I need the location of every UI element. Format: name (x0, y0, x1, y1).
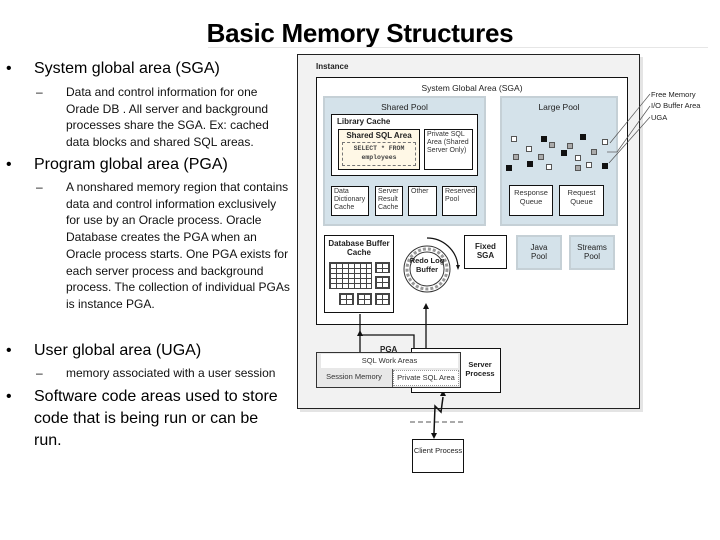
dash-mark: – (36, 180, 43, 194)
legend-io-buffer-area: I/O Buffer Area (651, 101, 701, 110)
sql-line-1: SELECT * FROM (353, 145, 405, 152)
streams-pool-label: Streams Pool (577, 243, 607, 261)
sub-bullet-text: memory associated with a user session (66, 366, 276, 380)
fixed-sga-box (464, 235, 507, 269)
legend-leader-lines (607, 93, 651, 164)
pga-label: PGA (380, 345, 398, 354)
io-buffer-square (591, 149, 597, 155)
buffer-grid (357, 293, 372, 305)
sub-bullet-text: A nonshared memory region that contains … (66, 180, 290, 311)
io-buffer-square (538, 154, 544, 160)
io-buffer-square (567, 143, 573, 149)
session-memory-label: Session Memory (326, 372, 382, 381)
sub-bullet-pga: – A nonshared memory region that contain… (36, 179, 290, 313)
free-memory-square (546, 164, 552, 170)
other-component: Other (408, 186, 437, 216)
bullet-text: Program global area (PGA) (34, 156, 228, 173)
sub-bullet-sga: – Data and control information for one O… (36, 84, 290, 150)
server-process-label: Server Process (465, 360, 495, 378)
bullet-text: Software code areas used to store code t… (34, 388, 278, 449)
bullet-dot: • (6, 60, 12, 77)
io-buffer-square (549, 142, 555, 148)
buffer-grid (375, 262, 390, 273)
bullet-dot: • (6, 388, 12, 405)
library-cache-label: Library Cache (337, 117, 391, 126)
free-memory-square (602, 139, 608, 145)
bullet-pga: • Program global area (PGA) (6, 154, 294, 176)
uga-square (506, 165, 512, 171)
dash-mark: – (36, 85, 43, 99)
legend-free-memory: Free Memory (651, 90, 696, 99)
response-queue: Response Queue (509, 185, 553, 216)
bullet-dot: • (6, 342, 12, 359)
java-pool-box (516, 235, 562, 270)
private-sql-area-shared-server: Private SQL Area (Shared Server Only) (424, 129, 473, 170)
sga-label: System Global Area (SGA) (421, 83, 523, 93)
bullet-uga: • User global area (UGA) (6, 340, 294, 362)
free-memory-square (526, 146, 532, 152)
instance-label: Instance (316, 62, 349, 71)
large-pool-label: Large Pool (538, 102, 580, 112)
bullet-text: System global area (SGA) (34, 60, 220, 77)
io-buffer-square (513, 154, 519, 160)
uga-square (541, 136, 547, 142)
client-process-box (412, 439, 464, 473)
free-memory-square (511, 136, 517, 142)
private-sql-area-box (393, 370, 459, 386)
sql-work-areas-box (321, 354, 458, 368)
buffer-grid (339, 293, 354, 305)
buffer-grid (375, 276, 390, 289)
uga-square (580, 134, 586, 140)
slide-title: Basic Memory Structures (206, 18, 514, 48)
sub-bullet-text: Data and control information for one Ora… (66, 85, 269, 149)
database-buffer-cache-label: Database Buffer Cache (328, 239, 390, 257)
redo-log-buffer-label: Redo Log Buffer (409, 256, 445, 274)
dash-mark: – (36, 366, 43, 380)
fixed-sga-label: Fixed SGA (475, 242, 496, 260)
sql-line-2: employees (361, 154, 397, 161)
bullet-text: User global area (UGA) (34, 342, 202, 359)
shared-sql-area-label: Shared SQL Area (346, 131, 412, 140)
server-result-cache: Server Result Cache (375, 186, 403, 216)
uga-square (602, 163, 608, 169)
buffer-grid (329, 262, 372, 289)
buffer-grid (375, 293, 390, 305)
uga-square (561, 150, 567, 156)
java-pool-label: Java Pool (530, 243, 548, 261)
bullet-software-code: • Software code areas used to store code… (6, 386, 289, 452)
bullet-sga: • System global area (SGA) (6, 58, 294, 80)
free-memory-square (586, 162, 592, 168)
redo-log-buffer-ring (403, 237, 460, 293)
title-divider (208, 47, 708, 48)
data-dictionary-cache: Data Dictionary Cache (331, 186, 369, 216)
sub-bullet-uga: – memory associated with a user session (36, 365, 296, 382)
free-memory-square (575, 155, 581, 161)
shared-sql-area-box (338, 129, 420, 170)
uga-square (527, 161, 533, 167)
pga-divider (392, 369, 393, 387)
sql-statement-box (342, 142, 416, 166)
client-process-label: Client Process (413, 446, 463, 455)
reserved-pool: Reserved Pool (442, 186, 477, 216)
request-queue: Request Queue (559, 185, 604, 216)
legend-uga: UGA (651, 113, 668, 122)
io-buffer-square (575, 165, 581, 171)
bullet-dot: • (6, 156, 12, 173)
shared-pool-label: Shared Pool (381, 102, 428, 112)
connector-arrows (357, 303, 464, 439)
sql-work-areas-label: SQL Work Areas (361, 356, 418, 365)
private-sql-area-label: Private SQL Area (397, 373, 455, 382)
streams-pool-box (569, 235, 615, 270)
